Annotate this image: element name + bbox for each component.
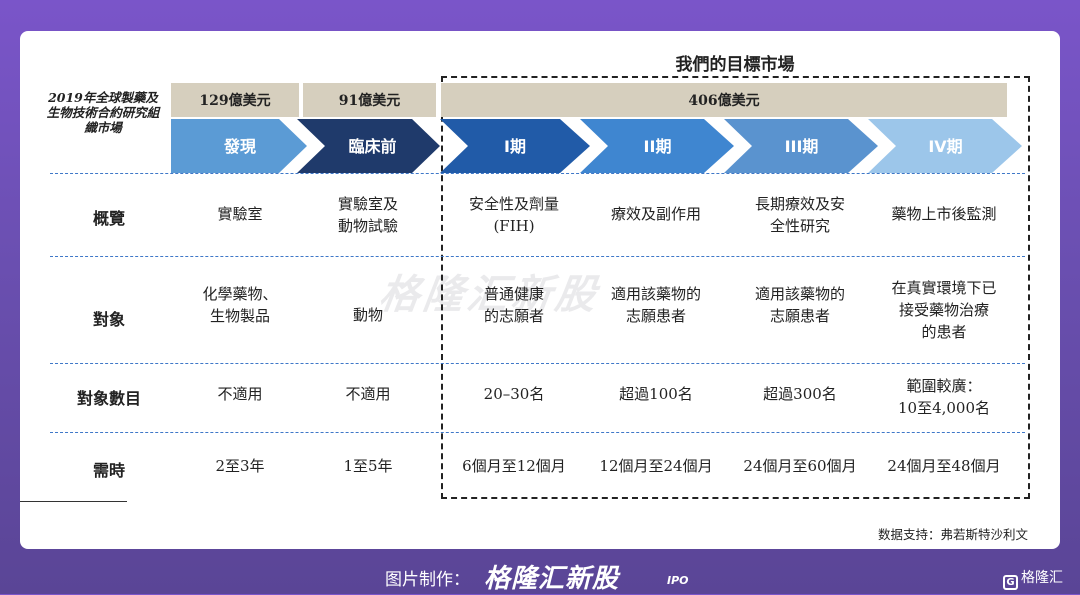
logo-icon: G (1003, 575, 1018, 590)
cell-subject: 普通健康 的志願者 (483, 285, 544, 325)
stage-arrow-phase1 (440, 119, 590, 173)
stage-label-phase2: II期 (643, 137, 672, 156)
cell-duration: 1至5年 (343, 457, 393, 475)
content-card (20, 31, 1060, 549)
made-by-label: 图片制作： (385, 570, 470, 590)
source-note: 数据支持：弗若斯特沙利文 (877, 527, 1028, 542)
stage-arrow-preclinical (297, 119, 440, 173)
cell-overview: 安全性及劑量 (FIH) (468, 195, 559, 235)
stage-arrow-discovery (171, 119, 307, 173)
row-head-duration: 需時 (92, 461, 125, 480)
cell-subject-count: 範圍較廣： 10至4,000名 (897, 377, 991, 417)
row-head-overview: 概覽 (92, 209, 125, 228)
row-divider (50, 363, 1025, 364)
cell-subject-count: 20–30名 (483, 385, 545, 403)
ipo-tag: IPO (667, 574, 689, 587)
row-head-subject: 對象 (92, 310, 125, 329)
cell-subject: 適用該藥物的 志願患者 (754, 285, 845, 325)
brand-name: 格隆汇新股 (484, 564, 620, 594)
stage-arrow-phase4 (868, 119, 1022, 173)
cell-overview: 療效及副作用 (610, 205, 701, 223)
cell-subject-count: 不適用 (217, 385, 263, 403)
stage-label-phase3: III期 (784, 137, 819, 156)
cell-duration: 2至3年 (215, 457, 265, 475)
cell-overview: 實驗室 (217, 205, 263, 223)
cell-duration: 24個月至48個月 (887, 457, 1001, 475)
target-market-box (441, 76, 1030, 499)
row-divider (50, 173, 1025, 174)
market-value-discovery: 129億美元 (171, 83, 299, 117)
stage-arrow-phase3 (724, 119, 878, 173)
cell-subject-count: 不適用 (345, 385, 391, 403)
cell-duration: 6個月至12個月 (462, 457, 566, 475)
stage-label-preclinical: 臨床前 (348, 137, 397, 156)
market-value-clinical: 406億美元 (441, 83, 1007, 117)
row-head-subject-count: 對象數目 (76, 389, 141, 408)
cell-overview: 實驗室及 動物試驗 (337, 195, 398, 235)
cell-duration: 12個月至24個月 (599, 457, 713, 475)
market-value-preclinical: 91億美元 (303, 83, 436, 117)
stage-arrows (171, 119, 1022, 173)
stage-label-phase1: I期 (504, 137, 526, 156)
stage-arrow-phase2 (580, 119, 734, 173)
footnote-rule (20, 501, 127, 502)
cell-subject: 化學藥物、 生物製品 (202, 285, 278, 325)
row-divider (50, 256, 1025, 257)
cell-subject: 動物 (352, 306, 383, 324)
cell-subject: 在真實環境下已 接受藥物治療 的患者 (891, 279, 997, 341)
cell-subject-count: 超過300名 (763, 385, 837, 403)
logo-text: 格隆汇 (1021, 570, 1063, 586)
market-label: 2019年全球製藥及生物技術合約研究組織市場 (46, 90, 160, 135)
cell-overview: 長期療效及安 全性研究 (754, 195, 845, 235)
cell-overview: 藥物上市後監測 (891, 205, 997, 223)
cell-subject: 適用該藥物的 志願患者 (610, 285, 701, 325)
stage-label-phase4: IV期 (928, 137, 963, 156)
target-market-title: 我們的目標市場 (675, 55, 795, 75)
row-divider (50, 432, 1025, 433)
cell-duration: 24個月至60個月 (743, 457, 857, 475)
stage-label-discovery: 發現 (223, 137, 256, 156)
cell-subject-count: 超過100名 (619, 385, 693, 403)
